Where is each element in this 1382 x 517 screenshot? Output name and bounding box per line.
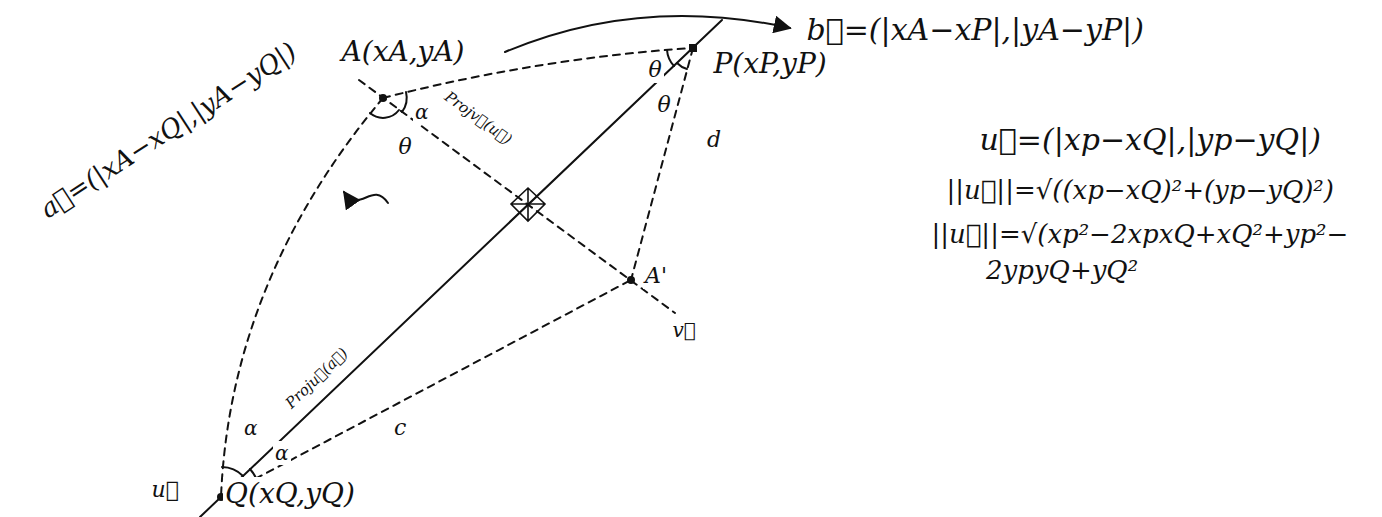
vector-label: v⃗ <box>671 318 698 342</box>
vector-formula: b⃗=(|xA−xP|,|yA−yP|) <box>805 12 1146 48</box>
segment-label: c <box>392 415 408 441</box>
angle-label: θ <box>647 57 664 83</box>
point-dot <box>627 276 635 284</box>
norm-formula: ||u⃗||=√((xp−xQ)²+(yp−yQ)²) <box>945 175 1336 206</box>
vector-formula: u⃗=(|xp−xQ|,|yp−yQ|) <box>978 122 1323 158</box>
right-angle-mark <box>511 188 545 221</box>
pointer-arrow <box>344 192 388 203</box>
angle-arc <box>222 467 243 476</box>
dashed-line-pa-prime <box>631 48 693 280</box>
point-label: A(xA,yA) <box>340 35 467 69</box>
dashed-line-qa-prime <box>221 280 631 497</box>
point-dot <box>379 94 387 102</box>
norm-formula: ||u⃗||=√(xp²−2xpxQ+xQ²+yp²− <box>930 219 1351 250</box>
segment-label: d <box>705 127 723 153</box>
vector-label: u⃗ <box>150 477 181 503</box>
vector-formula: a⃗=(|xA−xQ|,|yA−yQ|) <box>32 35 303 226</box>
dashed-line-v <box>359 80 675 313</box>
dashed-line-aq <box>221 98 383 497</box>
angle-arc <box>402 92 407 112</box>
projection-label: Projv⃗(u⃗) <box>439 86 517 149</box>
angle-arc <box>370 110 399 118</box>
point-label: P(xP,yP) <box>712 47 829 81</box>
angle-arc <box>677 63 687 69</box>
projection-label: Proju⃗(a⃗) <box>280 343 352 414</box>
point-label: Q(xQ,yQ) <box>223 477 357 511</box>
angle-label: α <box>242 416 260 440</box>
norm-formula: 2ypyQ+yQ² <box>984 255 1140 286</box>
point-label: A' <box>643 263 669 289</box>
point-dot <box>689 44 697 52</box>
angle-arc <box>667 50 674 66</box>
angle-label: θ <box>397 134 414 160</box>
line-pq <box>200 20 722 517</box>
angle-label: θ <box>656 92 673 118</box>
angle-label: α <box>413 100 431 124</box>
angle-label: α <box>273 441 291 465</box>
